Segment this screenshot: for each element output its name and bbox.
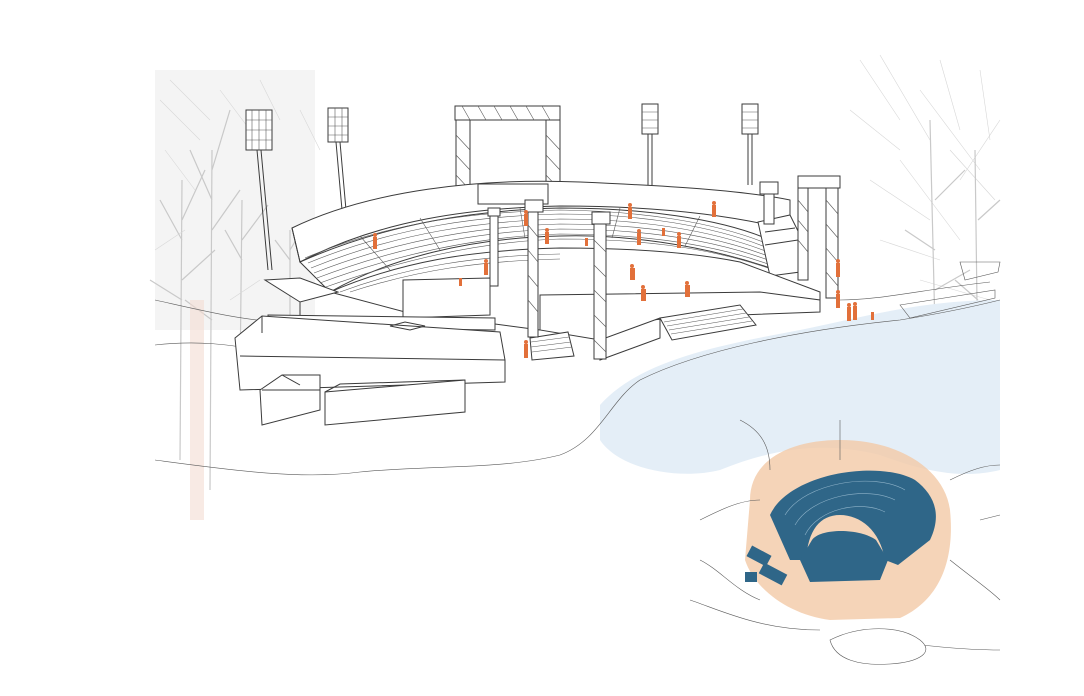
person-figure: [662, 228, 665, 236]
seating-bowl: [291, 180, 821, 361]
plan-stage-building: [800, 531, 888, 582]
person-figure: [585, 238, 588, 246]
person-figure: [484, 263, 488, 275]
floodlight-mast: [741, 103, 759, 185]
person-figure: [524, 214, 528, 226]
floodlight-mast: [327, 107, 349, 211]
floodlight-masts: [245, 103, 759, 271]
lake-water: [600, 300, 1000, 475]
person-figure: [641, 289, 646, 301]
floodlight-mast: [245, 109, 273, 271]
person-figure: [373, 237, 377, 249]
person-figure: [459, 278, 462, 286]
background-trees-left: [149, 70, 321, 520]
person-figure: [637, 233, 641, 245]
person-figure: [836, 263, 840, 277]
floodlight-mast: [641, 103, 659, 185]
person-figure: [545, 232, 549, 244]
people-figures: [373, 201, 874, 358]
site-plan-inset: [689, 419, 1001, 665]
person-figure: [685, 285, 690, 297]
person-figure: [628, 207, 632, 219]
person-figure: [524, 344, 528, 358]
person-figure: [712, 205, 716, 217]
person-figure: [677, 236, 681, 248]
plan-annex: [746, 545, 772, 567]
stage-trusses-front: [487, 175, 841, 360]
person-figure: [836, 294, 840, 308]
person-figure: [630, 268, 635, 280]
person-figure: [847, 307, 851, 321]
person-figure: [871, 312, 874, 320]
plan-annex: [745, 572, 757, 582]
service-buildings: [234, 277, 506, 426]
person-figure: [853, 306, 857, 320]
plan-seating-bowl: [770, 470, 936, 565]
plan-annex: [758, 562, 788, 586]
